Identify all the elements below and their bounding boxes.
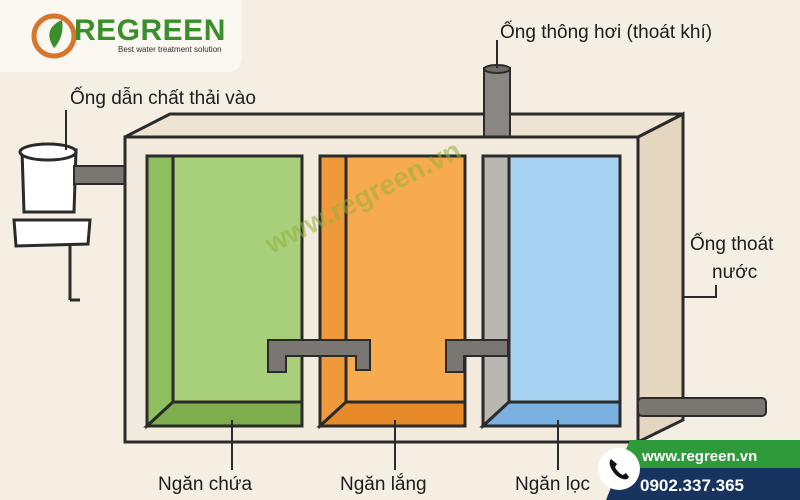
outlet-pipe: [637, 397, 767, 417]
pointer-lines: [65, 40, 717, 470]
label-outlet-line1: Ống thoát: [690, 234, 774, 255]
label-chamber-holding: Ngăn chứa: [158, 474, 253, 495]
connector-pipe-1: [267, 339, 371, 373]
label-inlet: Ống dẫn chất thải vào: [70, 88, 256, 109]
label-outlet-line2: nước: [712, 262, 758, 283]
vent-pipe: [483, 67, 511, 139]
chamber-settling: [316, 154, 467, 430]
chamber-holding: [143, 154, 304, 430]
phone-number[interactable]: 0902.337.365: [640, 476, 744, 495]
chamber-filter: [479, 154, 622, 430]
logo: REGREEN Best water treatment solution: [0, 0, 242, 72]
label-chamber-filter: Ngăn lọc: [515, 474, 590, 495]
label-vent: Ống thông hơi (thoát khí): [500, 22, 713, 43]
toilet-icon: [12, 142, 92, 302]
logo-tagline: Best water treatment solution: [118, 45, 222, 54]
website-link[interactable]: www.regreen.vn: [642, 448, 758, 465]
phone-button[interactable]: [598, 448, 640, 490]
leaf-icon: [31, 13, 77, 59]
tank-top: [124, 112, 684, 139]
label-chamber-settling: Ngăn lắng: [340, 474, 427, 495]
connector-pipe-2: [445, 339, 509, 373]
tank-side: [636, 111, 685, 445]
logo-wordmark: REGREEN: [74, 14, 226, 47]
inlet-pipe: [73, 165, 129, 185]
phone-icon: [609, 459, 629, 480]
